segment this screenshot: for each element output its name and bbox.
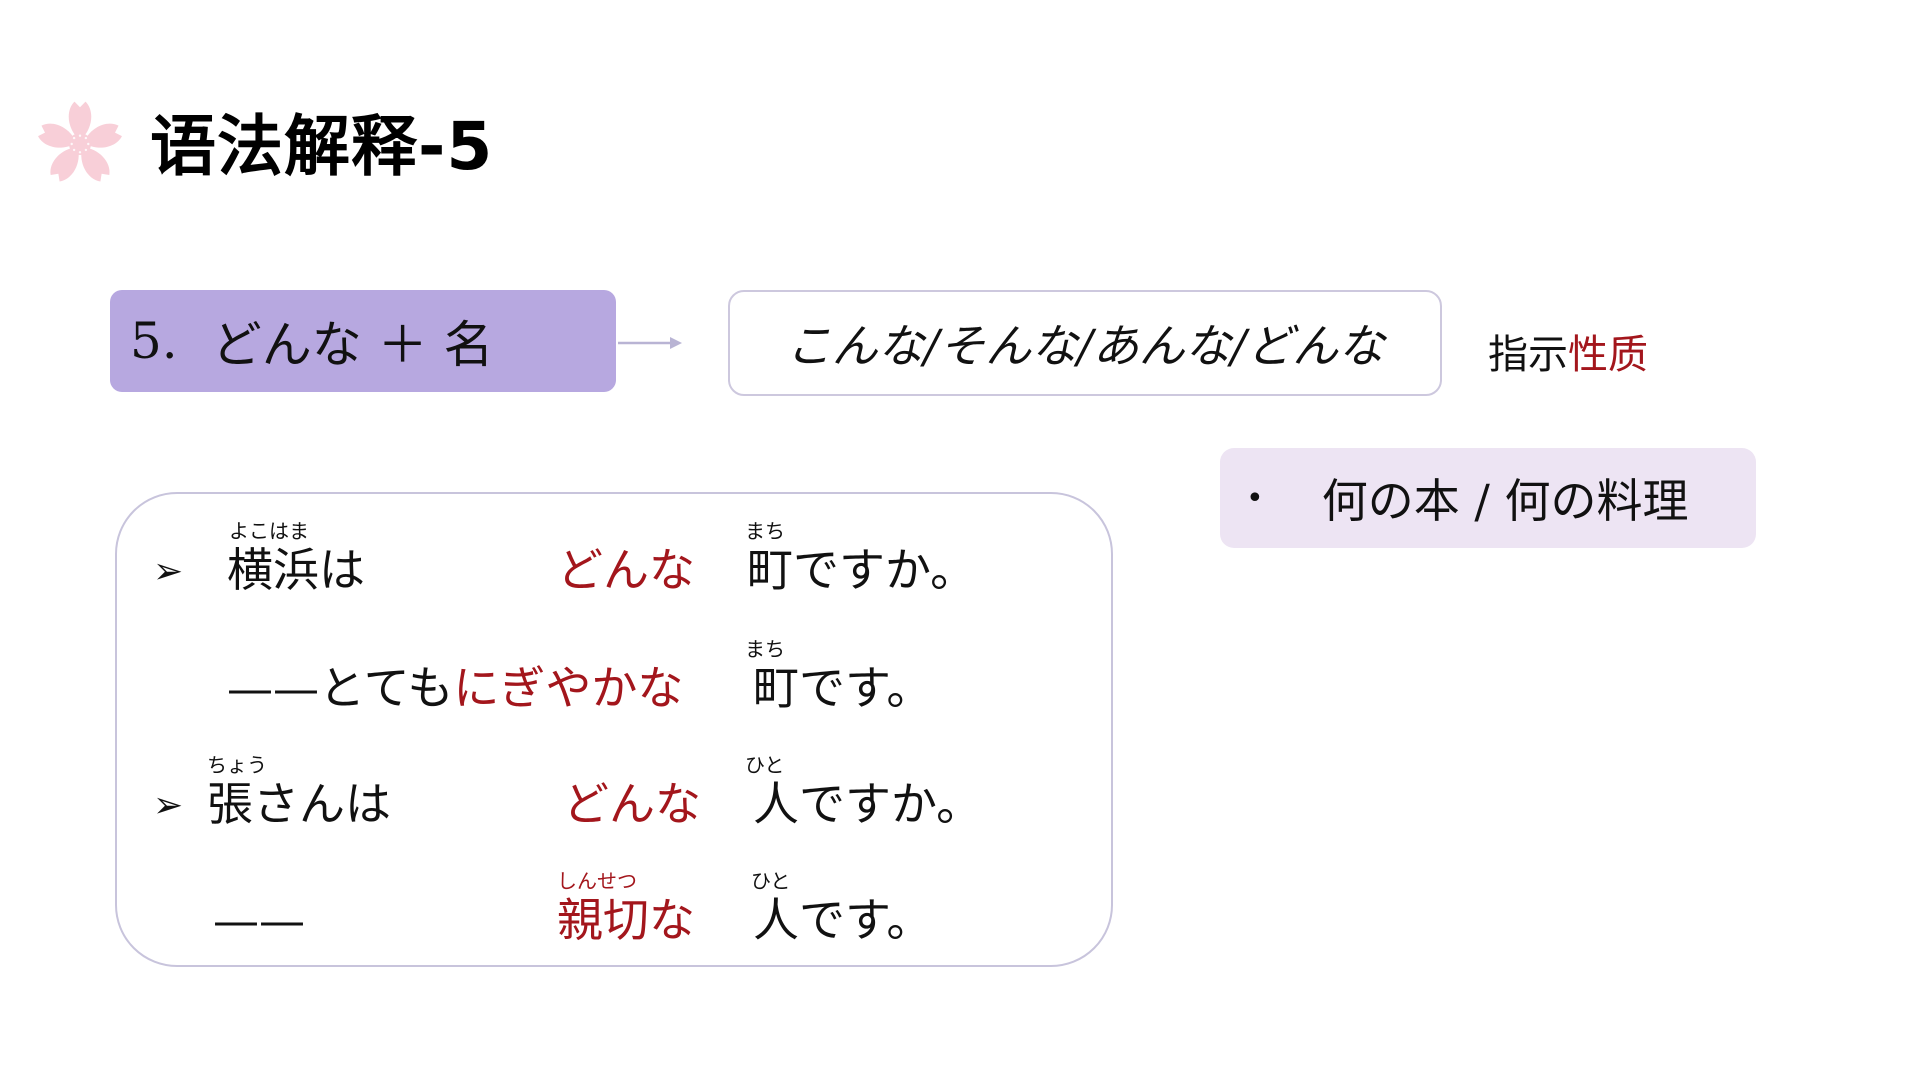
answer-dash: —— [227,661,319,715]
note-highlight: 性质 [1568,332,1648,378]
pattern-text: どんな ＋ 名 [211,316,494,374]
sentence-keyword: どんな [557,543,695,597]
answer-keyword: にぎやかな [453,661,684,715]
demonstrative-forms-box: こんな/そんな/あんな/どんな [728,290,1442,396]
answer-dash: —— [213,893,305,947]
arrowhead-bullet-icon: ➢ [153,551,184,592]
page-title: 语法解释-5 [150,108,494,185]
sentence-predicate: 人ですか。 [753,777,983,831]
arrowhead-bullet-icon: ➢ [153,785,184,826]
furigana: まち [745,519,785,543]
sentence-subject: 横浜は [227,543,365,597]
grammar-pattern-box: 5. どんな ＋ 名 [110,290,616,392]
furigana: まち [745,637,785,661]
sentence-keyword: どんな [563,777,701,831]
answer-line: ——とてもにぎやかな [227,660,683,716]
pattern-number: 5. [130,312,178,370]
example-text: 何の本 / 何の料理 [1321,474,1689,528]
answer-predicate: 人です。 [753,893,933,947]
furigana: しんせつ [557,869,637,893]
note-prefix: 指示 [1488,332,1568,378]
answer-keyword: 親切な [557,893,695,947]
example-sentences-box: ➢ よこはま 横浜は どんな まち 町ですか。 ——とてもにぎやかな まち 町で… [115,492,1113,967]
sakura-flower-icon [34,98,126,190]
related-example-box: • 何の本 / 何の料理 [1220,448,1756,548]
answer-predicate: 町です。 [753,661,933,715]
bullet-icon: • [1246,480,1264,516]
answer-adverb: とても [319,661,454,715]
usage-note: 指示性质 [1488,322,1648,380]
sentence-subject: 張さんは [207,777,391,831]
sentence-predicate: 町ですか。 [747,543,977,597]
forms-text: こんな/そんな/あんな/どんな [785,319,1385,373]
furigana: よこはま [229,519,309,543]
furigana: ひと [745,753,785,777]
furigana: ひと [751,869,791,893]
arrow-right-icon [618,333,684,353]
furigana: ちょう [207,753,267,777]
